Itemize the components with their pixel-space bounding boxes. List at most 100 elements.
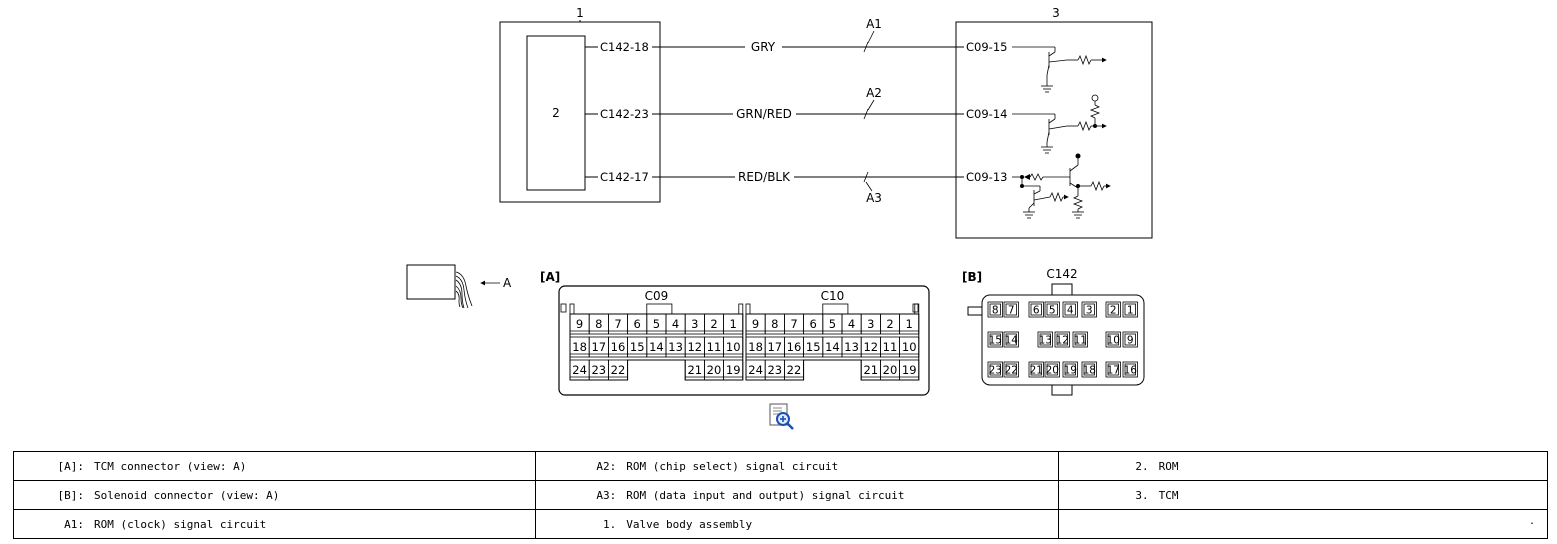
pin-c142-23: 23 [989, 365, 1002, 377]
legend-key: 2. [1135, 459, 1149, 473]
pin-c10-8: 8 [771, 317, 778, 331]
pin-c142-19: 19 [1064, 365, 1077, 377]
pin-c142-11: 11 [1074, 335, 1087, 347]
pin-c10-10: 10 [902, 340, 917, 354]
pin-c09-13: 13 [668, 340, 683, 354]
legend-cell: A3:ROM (data input and output) signal ci… [535, 480, 1059, 510]
tcm-chip-select-transistor [1012, 94, 1107, 154]
pin-c142-22: 22 [1005, 365, 1018, 377]
pin-c10-5: 5 [829, 317, 836, 331]
legend-key: A1: [64, 517, 84, 531]
legend-cell: 3. TCM [1057, 480, 1549, 510]
pin-c142-9: 9 [1127, 335, 1134, 347]
pin-c09-11: 11 [707, 340, 722, 354]
pin-c142-12: 12 [1056, 335, 1069, 347]
pin-c142-20: 20 [1046, 365, 1059, 377]
legend-key: 3. [1135, 488, 1149, 502]
connector-view-icon: A [406, 264, 512, 309]
zoom-icon[interactable] [769, 403, 794, 430]
legend-cell: A2:ROM (chip select) signal circuit [535, 451, 1059, 481]
wire-color-a2: GRN/RED [736, 107, 792, 121]
wire-color-a1: GRY [751, 40, 776, 54]
pin-c09-19: 19 [726, 363, 741, 377]
pin-c142-1: 1 [1127, 305, 1134, 317]
tcm-connector-housing [558, 285, 930, 396]
component-1-number: 1 [576, 6, 584, 20]
connector-b-name: C142 [1046, 267, 1077, 281]
pin-c142-2: 2 [1110, 305, 1117, 317]
pin-c10-3: 3 [867, 317, 874, 331]
legend-key: [B]: [57, 488, 85, 502]
pin-c142-18: 18 [1083, 365, 1096, 377]
pin-c09-3: 3 [691, 317, 698, 331]
legend-table: [A]: TCM connector (view: A) A2:ROM (chip … [12, 451, 1549, 539]
tcm-box [955, 21, 1153, 239]
pin-c142-6: 6 [1033, 305, 1040, 317]
terminal-c142-23: C142-23 [600, 107, 649, 121]
pin-c142-8: 8 [992, 305, 999, 317]
pin-c10-21: 21 [863, 363, 878, 377]
terminal-c142-17: C142-17 [600, 170, 649, 184]
pin-c10-23: 23 [767, 363, 782, 377]
legend-key: [A]: [57, 459, 85, 473]
legend-row: [B]: Solenoid connector (view: A) A3:ROM (… [12, 480, 1549, 510]
pin-c10-18: 18 [748, 340, 763, 354]
pin-c09-24: 24 [572, 363, 587, 377]
pin-c09-10: 10 [726, 340, 741, 354]
pin-c09-8: 8 [595, 317, 602, 331]
terminal-c09-14: C09-14 [966, 107, 1007, 121]
pin-c10-4: 4 [848, 317, 855, 331]
pin-c142-13: 13 [1039, 335, 1052, 347]
component-2-number: 2 [552, 106, 560, 120]
pin-c10-15: 15 [806, 340, 821, 354]
connector-a-tag: [A] [540, 270, 560, 284]
pin-c10-17: 17 [767, 340, 782, 354]
legend-value: ROM [1158, 459, 1179, 473]
legend-row: [A]: TCM connector (view: A) A2:ROM (chip … [12, 451, 1549, 481]
legend-cell: 2. ROM [1057, 451, 1549, 481]
legend-note: . [1528, 516, 1535, 527]
legend-cell: [A]: TCM connector (view: A) [12, 451, 537, 481]
pin-c142-14: 14 [1005, 335, 1019, 347]
tcm-clock-output-transistor [1012, 46, 1107, 93]
pin-c142-17: 17 [1107, 365, 1120, 377]
rom-box [526, 35, 586, 191]
legend-value: TCM [1158, 488, 1179, 502]
view-arrow-label: A [503, 276, 512, 290]
pin-c10-12: 12 [863, 340, 878, 354]
pin-c09-7: 7 [614, 317, 621, 331]
pin-c142-3: 3 [1086, 305, 1093, 317]
pin-c09-12: 12 [687, 340, 702, 354]
connector-b-tag: [B] [962, 270, 982, 284]
valve-body-assembly-box [499, 21, 661, 203]
pin-c10-22: 22 [787, 363, 802, 377]
pin-c142-16: 16 [1124, 365, 1138, 377]
pin-c10-2: 2 [886, 317, 893, 331]
pin-c142-7: 7 [1008, 305, 1015, 317]
pin-c09-1: 1 [730, 317, 737, 331]
legend-key: 1. [603, 517, 617, 531]
pin-c10-7: 7 [790, 317, 797, 331]
legend-cell: [B]: Solenoid connector (view: A) [12, 480, 537, 510]
legend-key: A3: [596, 488, 617, 502]
pin-c142-5: 5 [1049, 305, 1056, 317]
terminal-c09-15: C09-15 [966, 40, 1007, 54]
circuit-label-a2: A2 [866, 86, 882, 100]
pin-c10-20: 20 [883, 363, 898, 377]
pin-c142-4: 4 [1067, 305, 1074, 317]
pin-c142-10: 10 [1107, 335, 1120, 347]
pin-c09-9: 9 [576, 317, 583, 331]
circuit-a3: C142-17 RED/BLK A3 C09-13 [585, 170, 1007, 205]
legend-value: TCM connector (view: A) [94, 459, 247, 473]
terminal-c142-18: C142-18 [600, 40, 649, 54]
circuit-label-a1: A1 [866, 17, 882, 31]
legend-value: ROM (chip select) signal circuit [626, 459, 839, 473]
legend-cell: . [1057, 509, 1549, 539]
tcm-data-io-circuit [1012, 153, 1111, 219]
pin-c09-18: 18 [572, 340, 587, 354]
pin-c142-21: 21 [1030, 365, 1043, 377]
legend-value: Solenoid connector (view: A) [94, 488, 280, 502]
